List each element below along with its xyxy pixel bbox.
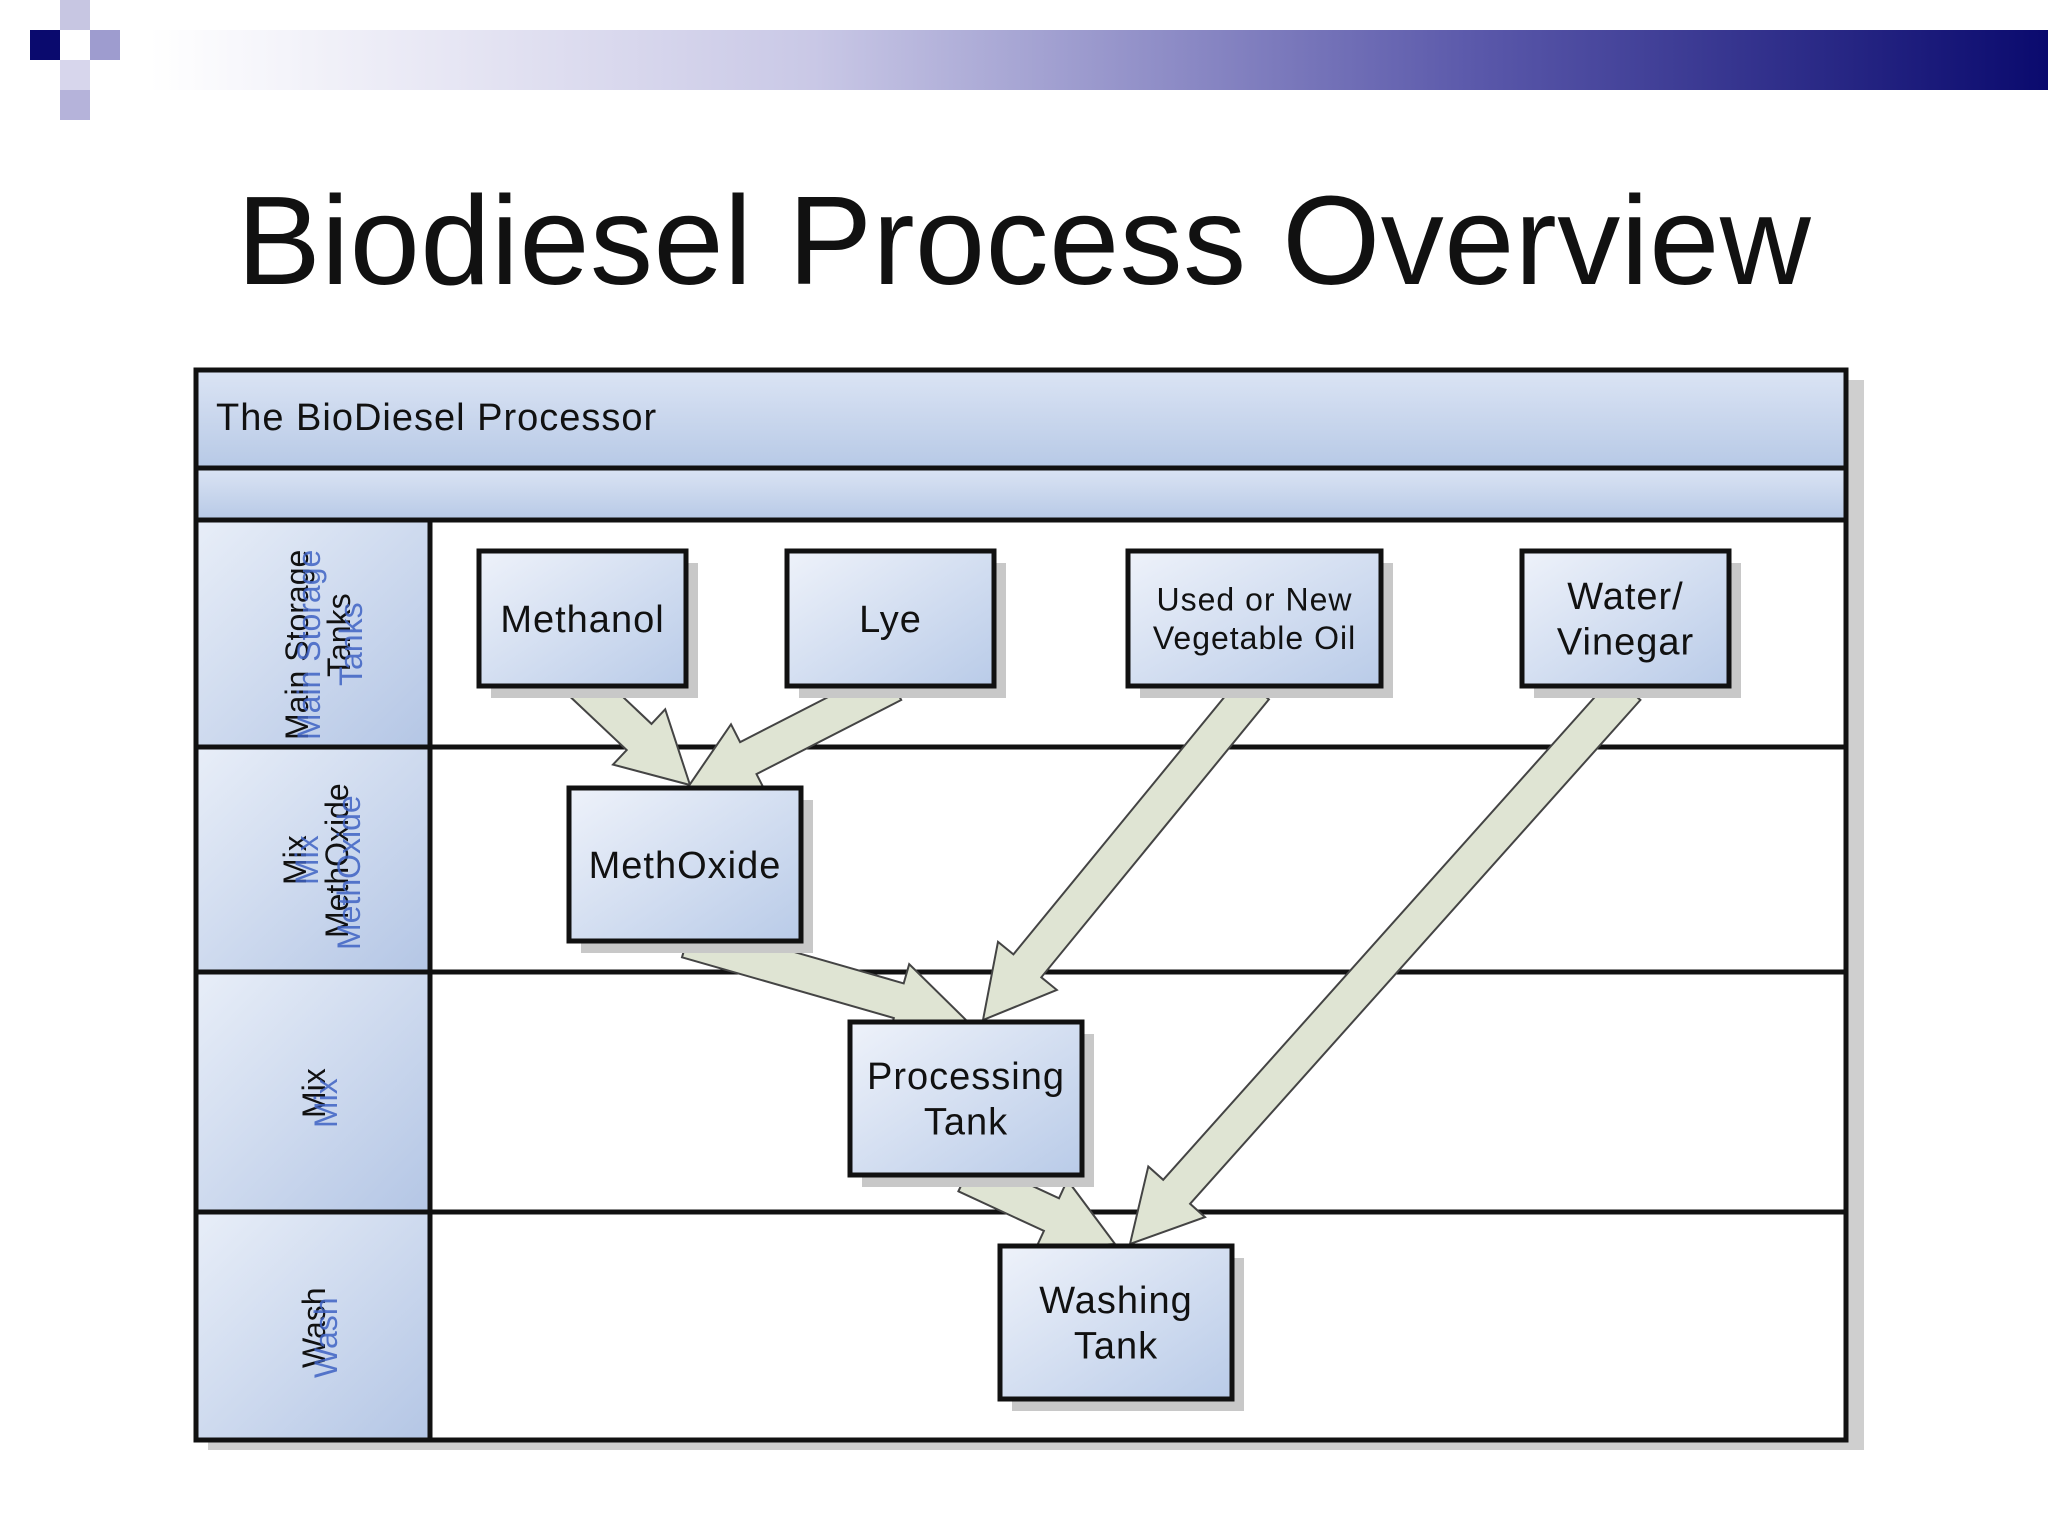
- node-label: Vegetable Oil: [1153, 620, 1356, 656]
- node-lye: Lye: [784, 548, 1006, 698]
- node-label: Water/: [1567, 576, 1684, 618]
- lane-label-wash: Wash Wash: [296, 1287, 344, 1378]
- arrow-oil-to-processing: [981, 675, 1271, 1022]
- node-label: Processing: [867, 1056, 1065, 1098]
- node-methoxide: MethOxide: [566, 785, 813, 953]
- node-box: [847, 1019, 1085, 1178]
- node-label: Tank: [1074, 1326, 1158, 1368]
- lane-label-methoxide-line1: Mix: [277, 835, 313, 885]
- lane-header-mix: [193, 969, 433, 1215]
- node-label: Lye: [859, 599, 922, 641]
- node-box: [476, 548, 689, 689]
- lane-header-methoxide: [193, 744, 433, 975]
- lane-label-mix: Mix Mix: [296, 1068, 344, 1128]
- lane-label-wash-ghost: Wash: [308, 1297, 344, 1378]
- lane-label-mix-line1: Mix: [296, 1068, 332, 1118]
- pool-header: [193, 367, 1849, 471]
- pool-title: The BioDiesel Processor: [216, 397, 657, 439]
- node-label: Used or New: [1157, 582, 1353, 618]
- node-box: [997, 1243, 1235, 1402]
- logo-square-light: [60, 0, 90, 30]
- node-label: Tank: [924, 1102, 1008, 1144]
- pool-subheader: [193, 465, 1849, 523]
- lane-label-storage-ghost2: Tanks: [333, 602, 369, 686]
- lane-header-wash: [193, 1209, 433, 1443]
- node-label: MethOxide: [589, 845, 782, 887]
- lane-label-methoxide-ghost: Mix: [289, 835, 325, 885]
- header-gradient-band: [30, 0, 2048, 120]
- node-label: Washing: [1039, 1280, 1192, 1322]
- lane-label-storage-ghost: Main Storage: [291, 550, 327, 740]
- logo-square-faint: [60, 60, 90, 90]
- lane-label-storage: Main Storage Tanks Main Storage Tanks: [279, 550, 369, 740]
- lane-label-storage-line1: Main Storage: [279, 550, 315, 740]
- lane-label-storage-line2: Tanks: [321, 593, 357, 677]
- arrows-layer: [569, 666, 1642, 1251]
- node-box: [784, 548, 997, 689]
- arrow-water-to-washing: [1128, 674, 1642, 1246]
- lane-label-methoxide: Mix MethOxide Mix MethOxide: [277, 783, 367, 950]
- lane-label-wash-line1: Wash: [296, 1287, 332, 1368]
- node-label: Vinegar: [1557, 622, 1694, 664]
- lane-label-methoxide-line2: MethOxide: [319, 783, 355, 938]
- node-methanol: Methanol: [476, 548, 698, 698]
- node-water: Water/Vinegar: [1519, 548, 1741, 698]
- slide-title: Biodiesel Process Overview: [236, 170, 1812, 311]
- node-box: [1125, 548, 1384, 689]
- lane-label-methoxide-ghost2: MethOxide: [331, 795, 367, 950]
- logo-square-mid: [90, 30, 120, 60]
- node-box: [566, 785, 804, 944]
- logo-square-dark: [30, 30, 60, 60]
- logo-square-mid2: [60, 90, 90, 120]
- node-box: [1519, 548, 1732, 689]
- lane-label-mix-ghost: Mix: [308, 1078, 344, 1128]
- lane-header-storage: [193, 517, 433, 750]
- node-label: Methanol: [500, 599, 664, 641]
